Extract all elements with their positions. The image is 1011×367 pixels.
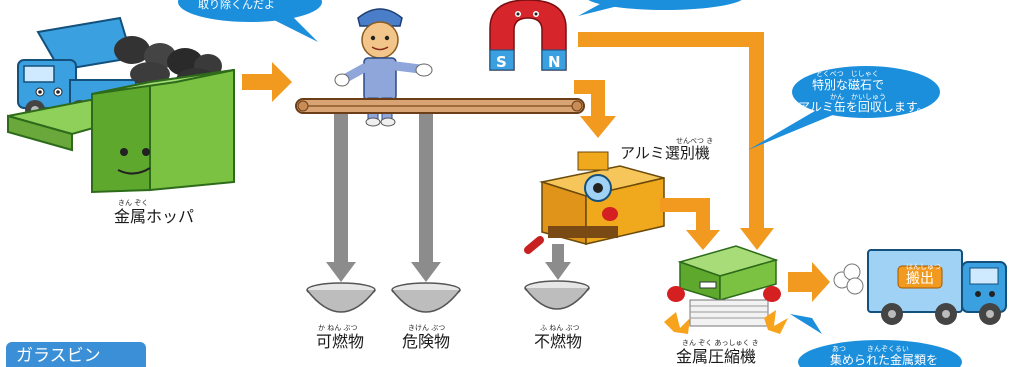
arrow-to-hazardous bbox=[411, 114, 441, 282]
magnet-north-label-left: S bbox=[496, 53, 507, 71]
arrow-to-noncombustible bbox=[545, 244, 571, 280]
noncombustible-ruby: ふ ねん ぶつ bbox=[540, 324, 580, 332]
noncombustible-label: 不燃物 bbox=[534, 332, 583, 351]
aluminum-sorter-ruby: せんべつ き bbox=[676, 137, 714, 145]
garbage-bags-icon bbox=[114, 36, 222, 92]
hopper-label: 金属ホッパ bbox=[114, 207, 195, 226]
arrow-compressor-to-truck bbox=[788, 262, 830, 302]
glass-bin-label: ガラスビン bbox=[16, 346, 101, 366]
aluminum-sorter-icon bbox=[524, 151, 665, 254]
bottom-bubble-ruby: あつ きんぞくるい bbox=[832, 345, 909, 353]
top-right-speech-bubble bbox=[578, 0, 742, 16]
combustible-ruby: か ねん ぶつ bbox=[318, 324, 358, 332]
hazardous-label: 危険物 bbox=[402, 332, 451, 351]
exhaust-cloud-icon bbox=[833, 263, 864, 295]
magnet-icon bbox=[489, 0, 567, 71]
metal-compressor-icon bbox=[664, 245, 788, 334]
delivery-truck-icon bbox=[867, 249, 1007, 325]
compressor-ruby: きん ぞく あっしゅく き bbox=[682, 339, 759, 347]
glass-bin-tab bbox=[6, 342, 146, 367]
bottom-speech-bubble bbox=[790, 314, 962, 367]
arrow-hopper-to-conveyor bbox=[242, 62, 292, 102]
magnet-bubble-line-1: 特別な磁石で bbox=[812, 78, 885, 92]
combustible-label: 可燃物 bbox=[316, 332, 365, 351]
magnet-bubble-ruby-2: かん かいしゅう bbox=[830, 93, 886, 101]
noncombustible-bowl-icon bbox=[524, 280, 590, 310]
conveyor-belt bbox=[295, 98, 585, 114]
top-left-bubble-text: 取り除くんだよ bbox=[198, 0, 275, 11]
top-left-speech-bubble bbox=[178, 0, 322, 42]
carry-out-ruby: はんしゅつ bbox=[906, 263, 941, 271]
magnet-speech-bubble bbox=[748, 66, 940, 150]
magnet-bubble-ruby-1: とくべつ じしゃく bbox=[816, 70, 879, 78]
bottom-bubble-text: 集められた金属類を bbox=[830, 353, 939, 367]
combustible-bowl-icon bbox=[306, 282, 376, 313]
magnet-bubble-line-2: アルミ缶を回収します。 bbox=[798, 100, 929, 114]
magnet-south-label: N bbox=[548, 53, 561, 71]
arrow-sorter-to-compressor bbox=[660, 198, 720, 250]
aluminum-sorter-label: アルミ選別機 bbox=[620, 144, 710, 162]
hazardous-bowl-icon bbox=[391, 282, 461, 313]
carry-out-label: 搬出 bbox=[906, 271, 934, 287]
arrow-to-combustible bbox=[326, 114, 356, 282]
hopper-ruby: きん ぞく bbox=[118, 199, 149, 207]
arrow-magnet-to-compressor bbox=[578, 32, 774, 250]
compressor-label: 金属圧縮機 bbox=[676, 347, 757, 366]
arrow-conveyor-to-sorter bbox=[574, 80, 616, 138]
hazardous-ruby: きけん ぶつ bbox=[408, 324, 446, 332]
metal-hopper-icon bbox=[7, 68, 235, 194]
dump-truck-icon bbox=[17, 16, 137, 120]
